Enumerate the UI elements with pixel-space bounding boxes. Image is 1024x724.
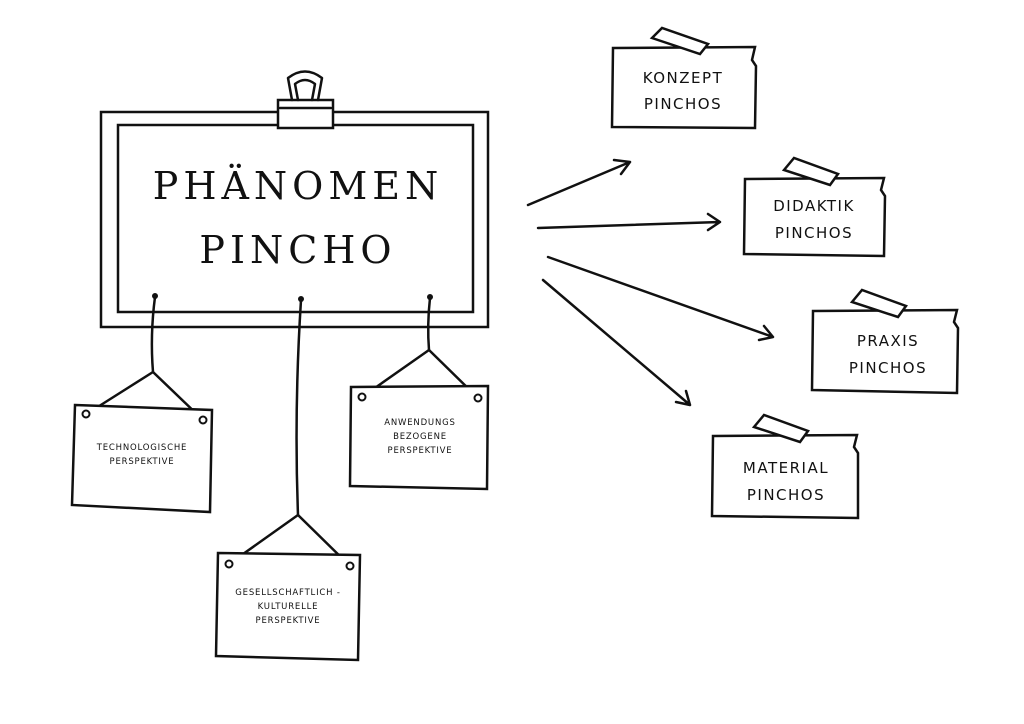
sign-text: TECHNOLOGISCHE xyxy=(96,443,187,453)
tape-icon xyxy=(781,156,840,187)
card-text: DIDAKTIK xyxy=(773,197,855,215)
sign-text: BEZOGENE xyxy=(393,432,447,442)
tape-icon xyxy=(649,26,711,56)
arrow-didaktik xyxy=(536,212,722,232)
card-didaktik: DIDAKTIK PINCHOS xyxy=(742,156,887,258)
main-title-line2: PINCHO xyxy=(199,228,396,272)
binder-clip-icon xyxy=(276,70,335,130)
arrow-praxis xyxy=(546,255,775,342)
sign-text: GESELLSCHAFTLICH - xyxy=(235,588,340,598)
main-title-line1: PHÄNOMEN xyxy=(153,164,443,208)
main-board: PHÄNOMEN PINCHO xyxy=(99,110,490,329)
sign-gesellschaftlich: GESELLSCHAFTLICH - KULTURELLE PERSPEKTIV… xyxy=(214,296,362,662)
tape-icon xyxy=(849,288,908,319)
card-text: PINCHOS xyxy=(747,486,825,504)
card-text: MATERIAL xyxy=(743,459,829,477)
sign-text: PERSPEKTIVE xyxy=(388,446,453,456)
sign-text: ANWENDUNGS xyxy=(384,418,455,428)
sign-text: KULTURELLE xyxy=(258,602,319,612)
card-praxis: PRAXIS PINCHOS xyxy=(810,288,960,395)
arrows xyxy=(526,158,775,407)
card-material: MATERIAL PINCHOS xyxy=(710,413,860,520)
arrow-material xyxy=(541,278,692,407)
card-text: PINCHOS xyxy=(775,224,853,242)
card-text: PINCHOS xyxy=(849,359,927,377)
sign-anwendungsbezogen: ANWENDUNGS BEZOGENE PERSPEKTIVE xyxy=(348,294,490,491)
card-konzept: KONZEPT PINCHOS xyxy=(610,26,758,130)
card-text: KONZEPT xyxy=(643,69,724,87)
sign-text: PERSPEKTIVE xyxy=(110,457,175,467)
sign-text: PERSPEKTIVE xyxy=(256,616,321,626)
sign-technologisch: TECHNOLOGISCHE PERSPEKTIVE xyxy=(70,293,214,514)
card-text: PRAXIS xyxy=(857,332,919,350)
tape-icon xyxy=(751,413,810,444)
card-text: PINCHOS xyxy=(644,95,722,113)
arrow-konzept xyxy=(526,158,632,207)
